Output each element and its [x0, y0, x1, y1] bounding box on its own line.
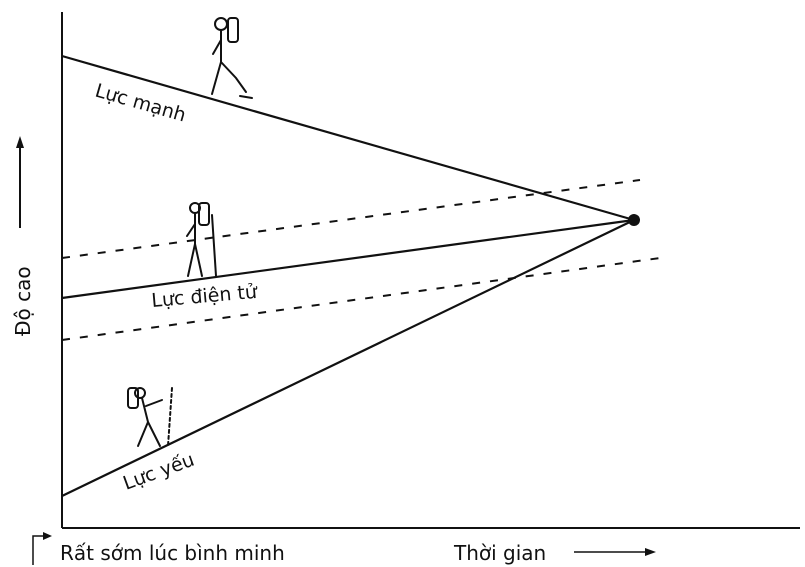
weak-force-label: Lực yếu [120, 449, 197, 495]
dashed-upper-bound [62, 180, 640, 258]
y-axis-arrow [16, 136, 24, 228]
strong-force-line [62, 56, 634, 220]
strong-force-label: Lực mạnh [93, 80, 189, 127]
origin-label: Rất sớm lúc bình minh [60, 541, 285, 565]
time-arrow [574, 548, 656, 556]
unification-point [628, 214, 640, 226]
weak-force-line [62, 220, 634, 496]
electromagnetic-force-line [62, 220, 634, 298]
hiker-strong-icon [212, 18, 252, 98]
hiker-weak-icon [128, 388, 172, 446]
hiker-electromagnetic-icon [187, 203, 216, 276]
y-axis-label: Độ cao [11, 266, 35, 336]
x-axis-label: Thời gian [453, 541, 546, 565]
electromagnetic-force-label: Lực điện tử [151, 281, 259, 312]
origin-arrow [33, 532, 52, 565]
